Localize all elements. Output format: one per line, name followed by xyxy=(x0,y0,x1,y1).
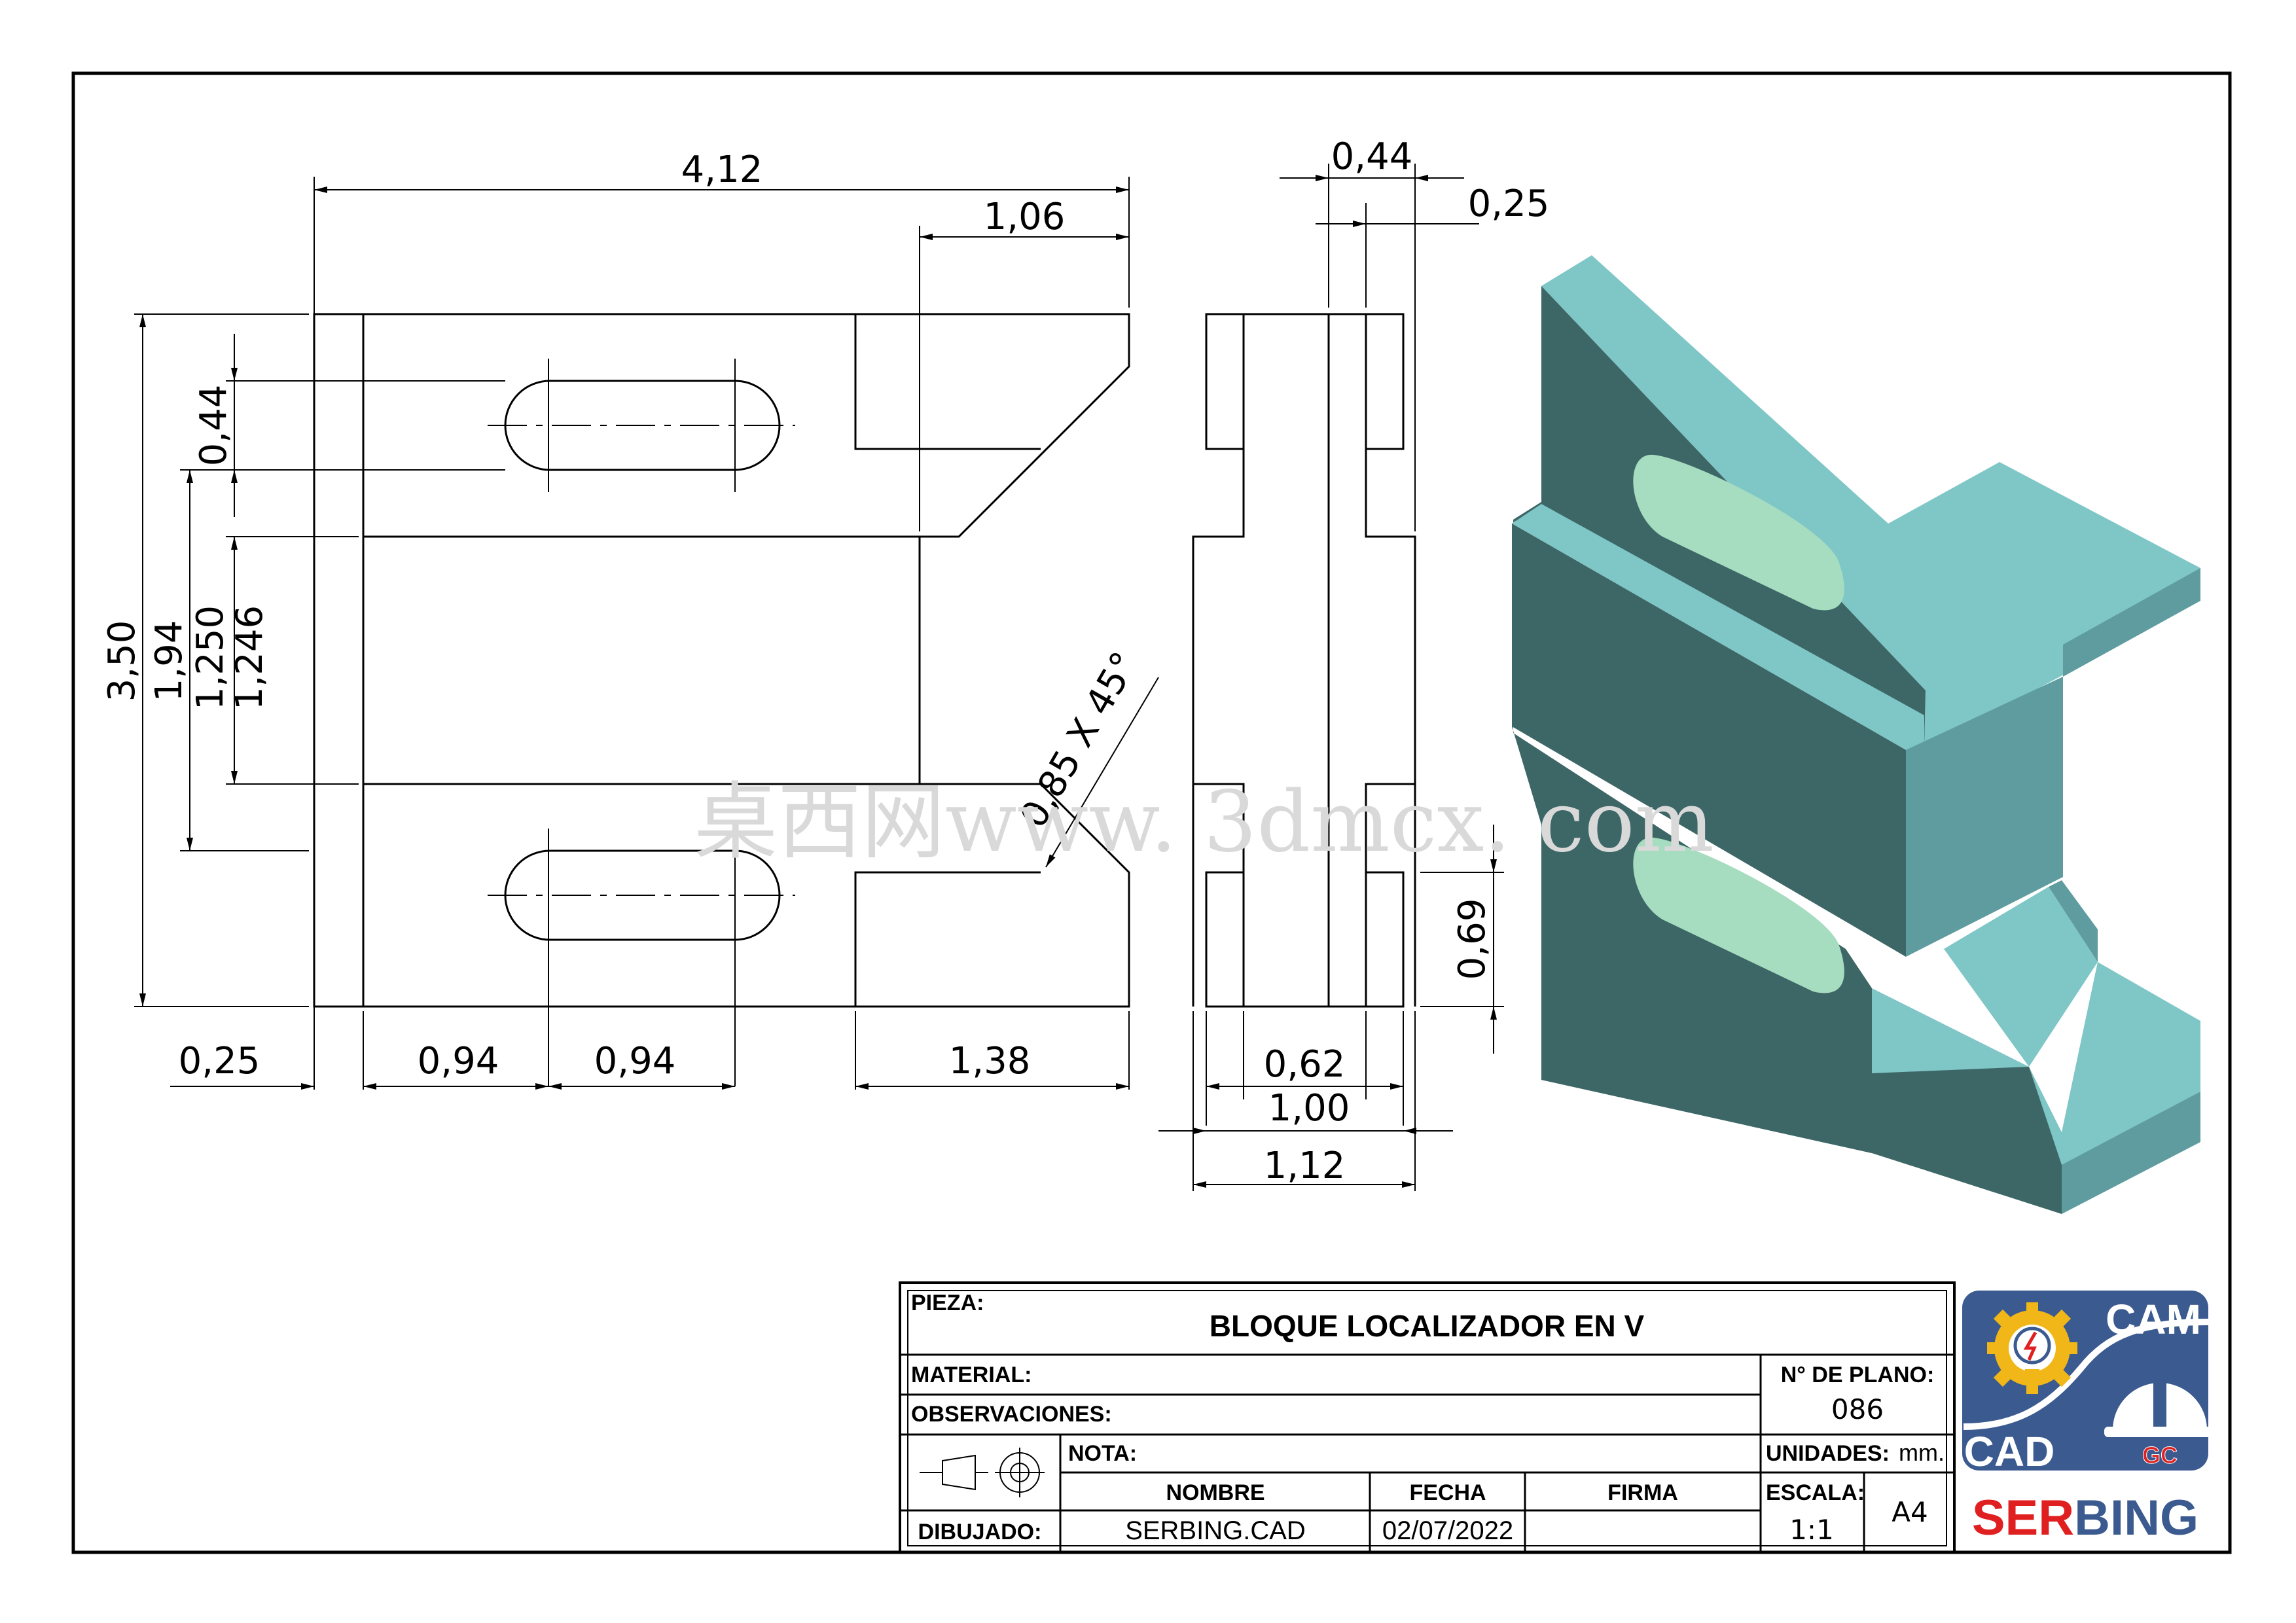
escala-label: ESCALA: xyxy=(1766,1480,1865,1505)
fecha-header: FECHA xyxy=(1409,1480,1486,1505)
dim-slot-offset-right: 1,06 xyxy=(984,196,1066,238)
dim-side-body: 1,00 xyxy=(1268,1087,1350,1130)
unidades-value: mm. xyxy=(1899,1439,1945,1466)
helmet-badge-text: GC xyxy=(2142,1442,2178,1469)
escala-value: 1:1 xyxy=(1789,1514,1834,1546)
plano-value: 086 xyxy=(1831,1393,1884,1425)
dim-side-step: 0,25 xyxy=(1468,183,1550,225)
logo-cad-text: CAD xyxy=(1964,1428,2055,1475)
serbing-logo: CAM CAD GC SERBING xyxy=(1962,1291,2215,1546)
front-view: 4,12 1,06 3,50 1,94 1,250 1,246 0,44 0,8… xyxy=(101,149,1159,1090)
pieza-label: PIEZA: xyxy=(911,1291,984,1315)
dim-side-width-top: 0,44 xyxy=(1331,135,1413,178)
model-upper-slot xyxy=(1633,454,1844,611)
helmet-icon: GC xyxy=(2104,1378,2215,1469)
gear-bulb-icon xyxy=(1987,1302,2077,1394)
projection-symbol-icon xyxy=(920,1448,1045,1497)
dim-hole-pitch-2: 0,94 xyxy=(594,1040,676,1082)
isometric-model xyxy=(1512,255,2200,1214)
dim-overall-length: 4,12 xyxy=(681,149,763,191)
dim-v-width-max: 1,250 xyxy=(189,605,232,710)
dim-v-length: 1,38 xyxy=(949,1040,1031,1082)
dim-side-v-depth: 0,69 xyxy=(1451,899,1494,980)
dibujado-date: 02/07/2022 xyxy=(1382,1516,1513,1545)
firma-header: FIRMA xyxy=(1607,1480,1678,1505)
material-label: MATERIAL: xyxy=(911,1363,1031,1387)
logo-brand-bing: BING xyxy=(2074,1490,2198,1546)
dim-left-step: 0,25 xyxy=(179,1040,260,1082)
logo-brand-ser: SER xyxy=(1972,1490,2074,1546)
plano-label: N° DE PLANO: xyxy=(1781,1363,1935,1387)
side-view: 0,44 0,25 0,62 1,00 1,12 0,69 xyxy=(1158,135,1549,1191)
nota-label: NOTA: xyxy=(1068,1441,1137,1466)
size-value: A4 xyxy=(1892,1496,1928,1528)
dim-v-width-min: 1,246 xyxy=(228,605,271,710)
title-block: PIEZA: BLOQUE LOCALIZADOR EN V MATERIAL:… xyxy=(899,1281,1956,1554)
nombre-header: NOMBRE xyxy=(1166,1480,1265,1505)
pieza-value: BLOQUE LOCALIZADOR EN V xyxy=(1210,1309,1645,1343)
dim-slot-spacing: 1,94 xyxy=(148,620,190,702)
model-lower-slot xyxy=(1633,837,1844,993)
dibujado-name: SERBING.CAD xyxy=(1125,1516,1306,1545)
dim-side-center: 0,62 xyxy=(1264,1043,1346,1086)
dibujado-label: DIBUJADO: xyxy=(918,1520,1042,1544)
logo-brand: SERBING xyxy=(1972,1490,2198,1546)
watermark: 桌西网www. 3dmcx. com xyxy=(694,774,1714,871)
dim-hole-pitch-1: 0,94 xyxy=(418,1040,499,1082)
observaciones-label: OBSERVACIONES: xyxy=(911,1402,1112,1427)
dim-overall-height: 3,50 xyxy=(101,620,143,702)
logo-cam-text: CAM xyxy=(2106,1296,2201,1343)
unidades-label: UNIDADES: xyxy=(1766,1441,1890,1466)
dim-side-total: 1,12 xyxy=(1264,1145,1346,1187)
dim-slot-width: 0,44 xyxy=(192,385,235,467)
